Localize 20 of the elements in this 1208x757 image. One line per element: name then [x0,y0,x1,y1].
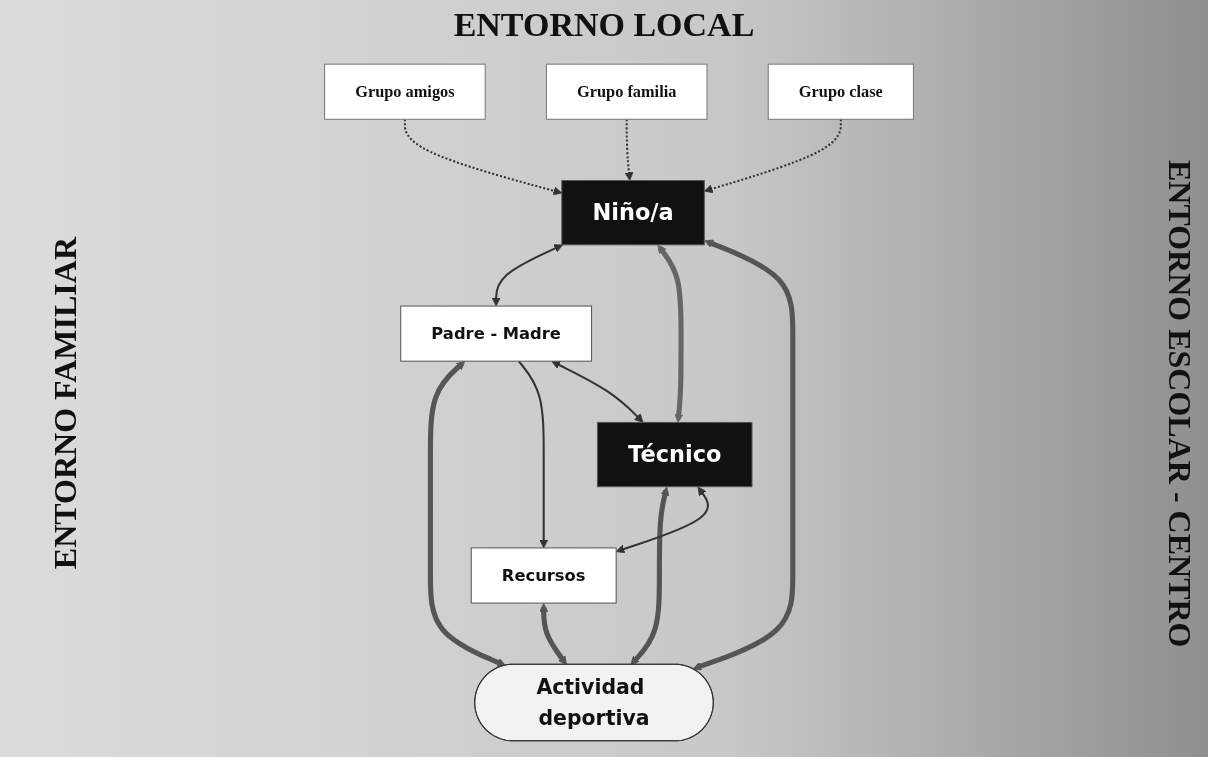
region-title: ENTORNO LOCAL [453,6,755,43]
arrow [657,244,684,423]
arrow [551,360,644,423]
node-box: Grupo amigos [324,63,486,120]
arrow [491,244,563,307]
arrow [539,603,567,666]
node-box: Grupo clase [767,63,914,120]
arrow [517,360,549,549]
arrow [615,486,709,554]
arrow [692,239,796,671]
node-box: Grupo familia [545,63,708,120]
node-box: Técnico [596,421,753,488]
node-box: Padre - Madre [400,305,593,362]
arrow [624,119,634,181]
arrow [630,486,670,666]
region-label: ENTORNO FAMILIAR [46,237,84,570]
node-box: Recursos [470,547,617,604]
arrow [427,361,506,667]
node-box: Niño/a [561,180,705,246]
region-label: ENTORNO ESCOLAR - CENTRO [1160,159,1198,648]
